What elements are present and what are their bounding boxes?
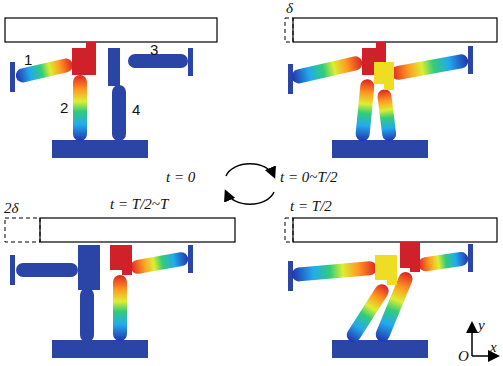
time-label: t = 0 xyxy=(166,170,195,185)
callout-number: 3 xyxy=(150,42,158,57)
time-label: t = T/2 xyxy=(290,199,332,214)
callout-number: 4 xyxy=(132,102,140,117)
time-label: t = 0~T/2 xyxy=(280,170,337,185)
axis-label: x xyxy=(490,340,497,355)
callout-number: 1 xyxy=(24,52,32,67)
displacement-label: δ xyxy=(286,1,293,16)
displacement-label: 2δ xyxy=(4,201,18,216)
time-label: t = T/2~T xyxy=(110,197,168,212)
callout-number: 2 xyxy=(60,100,68,115)
axis-label: O xyxy=(458,349,469,364)
axis-label: y xyxy=(478,318,485,333)
